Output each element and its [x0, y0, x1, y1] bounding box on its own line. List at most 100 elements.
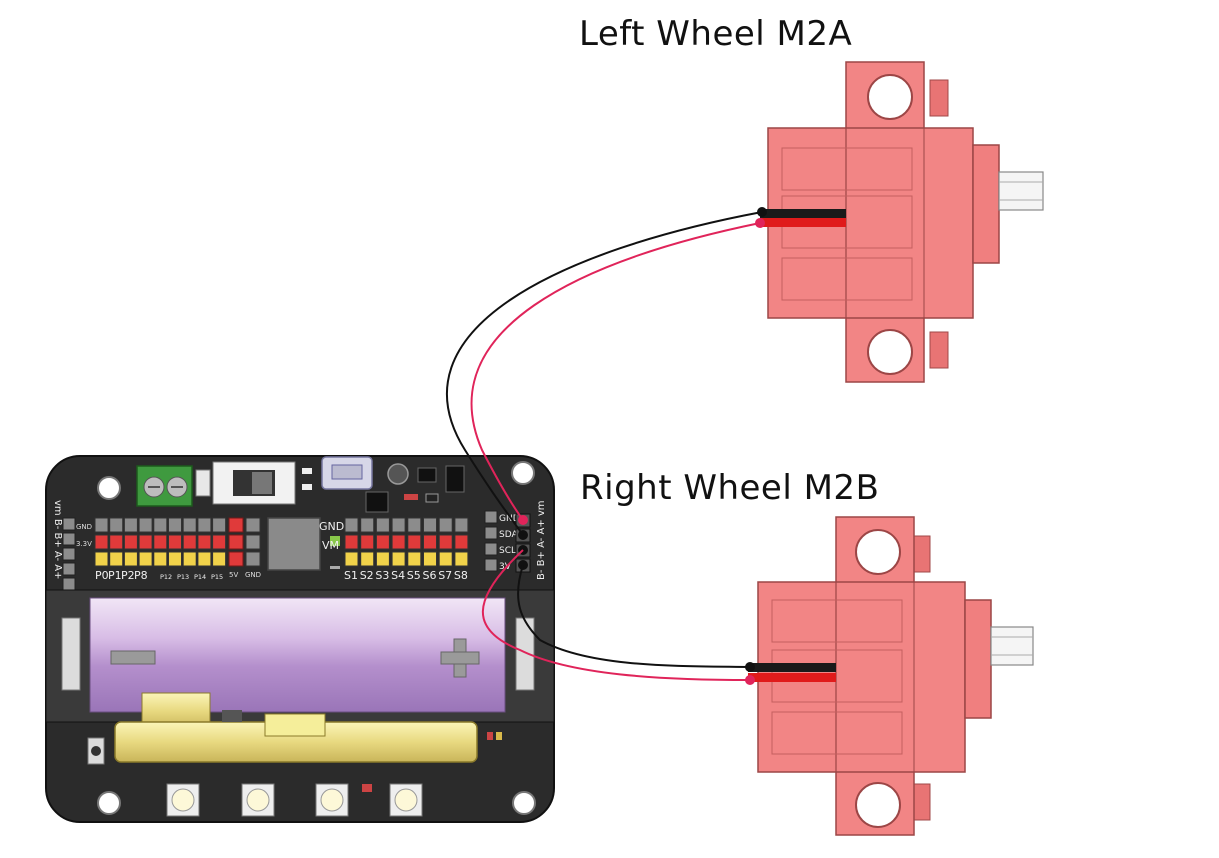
center-gnd-label: GND — [319, 520, 344, 533]
s-header-pin — [344, 551, 359, 567]
s-header-pin — [360, 534, 375, 550]
s-pin-grid — [344, 517, 469, 567]
p-header-pin — [153, 551, 168, 567]
s-pin-label: S3 — [375, 569, 389, 582]
p-header-pin — [212, 517, 227, 533]
s-pin-label: S6 — [423, 569, 437, 582]
p-header-pin — [94, 517, 109, 533]
p-header-pin — [138, 517, 153, 533]
right-motor — [748, 516, 1034, 836]
p-header-pin — [109, 517, 124, 533]
p-pin-label: P15 — [211, 573, 223, 581]
i2c-pin — [484, 558, 498, 572]
s-header-pin — [360, 551, 375, 567]
s-header-pin — [375, 517, 390, 533]
motor-header-left-pin — [62, 562, 76, 576]
label-gnd-bottom: GND — [245, 571, 261, 579]
s-pin-label: S2 — [360, 569, 374, 582]
s-header-pin — [407, 517, 422, 533]
p-header-pin — [109, 551, 124, 567]
motor-header-left-label: vm B- B+ A- A+ — [52, 500, 63, 580]
p-header-pin — [212, 534, 227, 550]
s-header-pin — [438, 534, 453, 550]
p-pin-label: P1 — [108, 569, 122, 582]
s-header-pin — [407, 534, 422, 550]
s-pin-label: S8 — [454, 569, 468, 582]
p-header-pin — [123, 534, 138, 550]
s-header-pin — [438, 517, 453, 533]
left-motor — [760, 61, 1044, 383]
i2c-pin — [484, 526, 498, 540]
p-pin-label: P12 — [160, 573, 172, 581]
p-header-pin — [197, 517, 212, 533]
expansion-board — [45, 455, 555, 823]
p-header-pin — [182, 517, 197, 533]
p-pin-label: P0 — [95, 569, 109, 582]
s-header-pin — [423, 551, 437, 567]
left-wheel-label: Left Wheel M2A — [579, 14, 853, 54]
s-header-pin — [407, 551, 422, 567]
i2c-pin — [484, 510, 498, 524]
s-header-pin — [375, 551, 390, 567]
i2c-header — [484, 510, 498, 572]
p-header-pin — [94, 551, 109, 567]
p-header-pin — [168, 517, 182, 533]
p-header-pin — [123, 517, 138, 533]
p-header-pin — [94, 534, 109, 550]
p-pin-label: P13 — [177, 573, 189, 581]
p-header-pin — [109, 534, 124, 550]
center-vm-label: VM — [322, 539, 339, 552]
p-pin-grid — [94, 517, 227, 567]
p-header-pin — [138, 551, 153, 567]
motor-header-left — [62, 517, 76, 591]
right-wheel-label: Right Wheel M2B — [580, 468, 880, 508]
p-header-pin — [153, 517, 168, 533]
motor-header-left-pin — [62, 547, 76, 561]
i2c-pin-label: GND — [499, 514, 520, 524]
s-header-pin — [454, 517, 469, 533]
motor-header-left-pin — [62, 517, 76, 531]
p-header-pin — [168, 551, 182, 567]
i2c-pin-label: SDA — [499, 530, 518, 540]
p-header-pin — [123, 551, 138, 567]
s-header-pin — [391, 534, 406, 550]
s-header-pin — [344, 517, 359, 533]
s-header-pin — [423, 534, 437, 550]
s-pin-label: S5 — [407, 569, 421, 582]
p-header-pin — [182, 551, 197, 567]
p-pin-label: P2 — [121, 569, 135, 582]
p-header-pin — [212, 551, 227, 567]
s-pin-label: S7 — [438, 569, 452, 582]
s-header-pin — [344, 534, 359, 550]
p-pin-label: P14 — [194, 573, 206, 581]
p-pin-label: P8 — [134, 569, 148, 582]
p-header-pin — [197, 534, 212, 550]
label-5v: 5V — [229, 571, 238, 579]
p-header-pin — [197, 551, 212, 567]
s-header-pin — [391, 517, 406, 533]
s-header-pin — [438, 551, 453, 567]
s-header-pin — [360, 517, 375, 533]
i2c-pin-label: SCL — [499, 546, 516, 556]
p-header-pin — [182, 534, 197, 550]
motor-header-right-label: B- B+ A- A+ vm — [536, 500, 547, 580]
motor-header-left-pin — [62, 532, 76, 546]
s-header-pin — [375, 534, 390, 550]
s-header-pin — [391, 551, 406, 567]
motor-header-left-pin — [62, 577, 76, 591]
header-gnd-label: GND — [76, 523, 92, 531]
i2c-pin — [484, 542, 498, 556]
p-header-pin — [168, 534, 182, 550]
header-3v3-label: 3.3V — [76, 540, 92, 548]
s-header-pin — [454, 551, 469, 567]
p-header-pin — [138, 534, 153, 550]
s-header-pin — [423, 517, 437, 533]
s-pin-label: S4 — [391, 569, 405, 582]
p-header-pin — [153, 534, 168, 550]
s-header-pin — [454, 534, 469, 550]
s-pin-label: S1 — [344, 569, 358, 582]
wires — [445, 207, 767, 685]
